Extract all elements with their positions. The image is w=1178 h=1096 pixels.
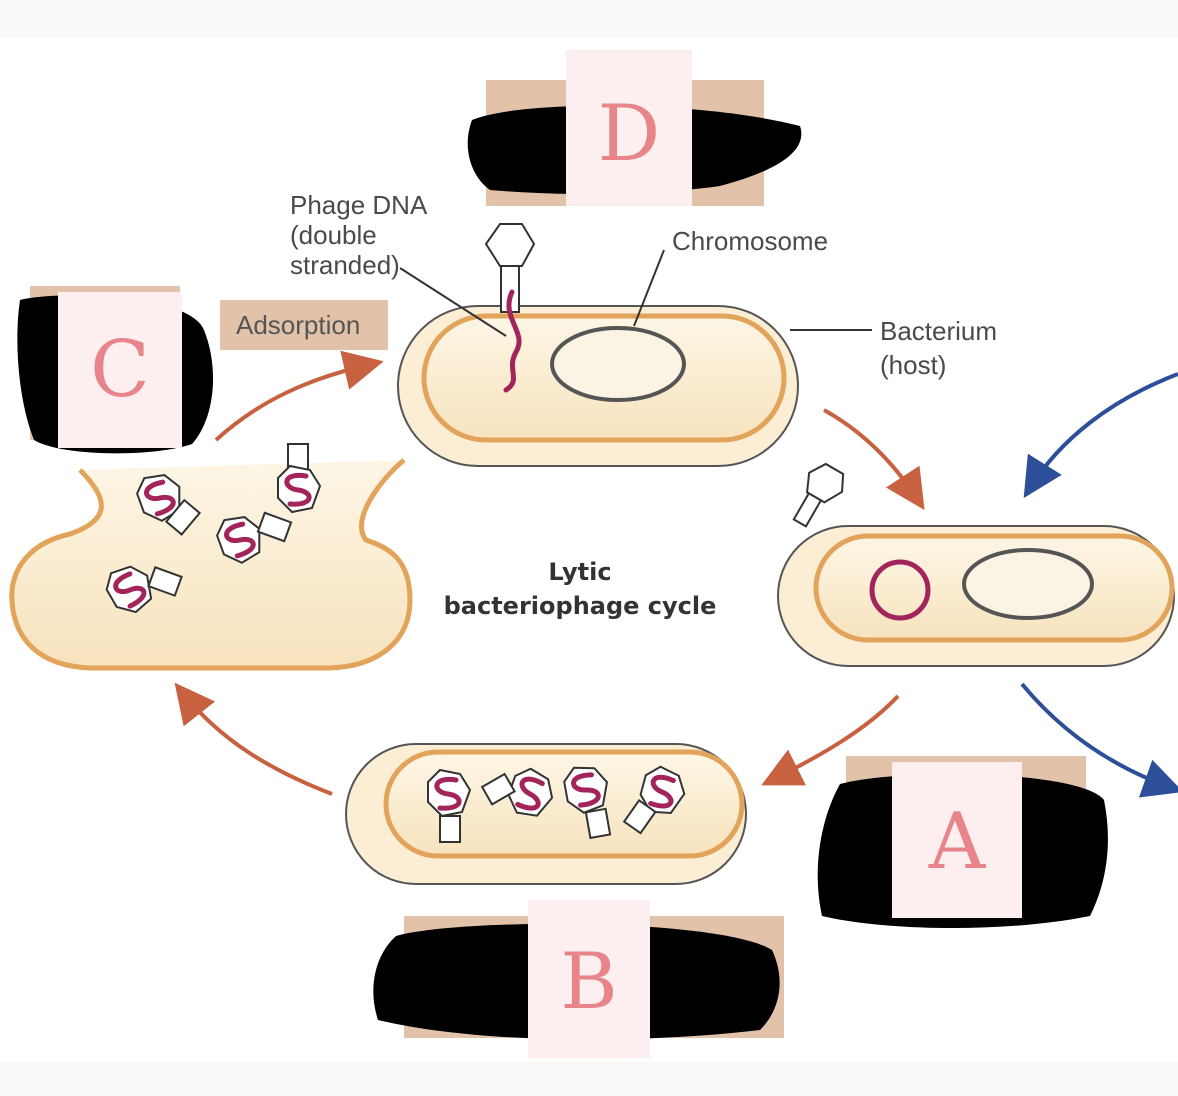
circular-phage-dna (869, 559, 931, 621)
chromosome-leader (633, 249, 665, 327)
empty-phage-coat (792, 462, 845, 528)
arrow-to-release (174, 682, 333, 796)
bacterium-bottom (345, 743, 747, 885)
new-phage-2 (480, 755, 559, 823)
answer-box-b[interactable] (528, 900, 650, 1058)
arrow-adsorption (214, 350, 384, 442)
new-phage-1 (428, 770, 470, 843)
released-phage-1 (133, 464, 202, 536)
bacterium-right (777, 525, 1175, 667)
new-phage-3 (562, 763, 616, 840)
phage-dna-strand (503, 289, 522, 393)
answer-letter-a: A (928, 797, 987, 887)
phage-dna-leader (399, 267, 507, 337)
arrow-lysogenic-out (1020, 682, 1178, 798)
adsorption-label: Adsorption (236, 310, 360, 340)
arrow-to-replication (823, 408, 925, 511)
arrow-to-assembly (761, 694, 900, 786)
released-phage-3 (213, 499, 293, 568)
bottom-band (0, 1062, 1178, 1096)
chromosome-label: Chromosome (672, 226, 828, 256)
answer-box-a[interactable] (892, 762, 1022, 918)
bacterium-top (397, 223, 799, 467)
bacterium-lysed (9, 458, 413, 671)
bacterium-label: Bacterium (880, 316, 997, 346)
phage-dna-label-2: (double (290, 220, 377, 250)
adsorption-box (220, 300, 388, 350)
cycle-title-line2: bacteriophage cycle (444, 592, 717, 620)
host-label: (host) (880, 350, 946, 380)
answer-box-d[interactable] (566, 50, 692, 206)
chromosome-right (962, 548, 1094, 620)
answer-letter-b: B (560, 937, 617, 1027)
attached-phage (484, 223, 536, 313)
released-phage-2 (278, 443, 320, 512)
answer-box-c[interactable] (58, 292, 182, 448)
phage-dna-label: Phage DNA (290, 190, 428, 220)
cycle-title-line1: Lytic (548, 558, 611, 586)
answer-letter-d: D (598, 89, 661, 179)
released-phage-4 (101, 544, 183, 624)
arrow-lysogenic-in (1023, 372, 1178, 499)
phage-dna-label-3: stranded) (290, 250, 400, 280)
chromosome-top (550, 326, 686, 402)
new-phage-4 (622, 761, 689, 835)
answer-letter-c: C (90, 325, 150, 415)
top-band (0, 0, 1178, 38)
